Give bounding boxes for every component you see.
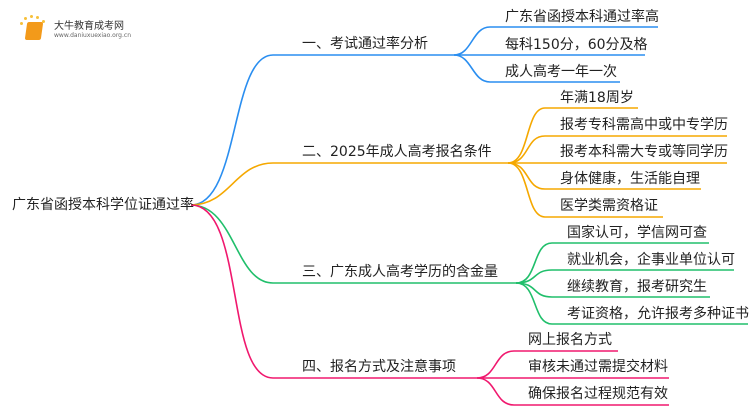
leaf-node[interactable]: 身体健康，生活能自理: [560, 171, 700, 187]
leaf-node[interactable]: 成人高考一年一次: [505, 64, 617, 80]
branch4-links: [190, 204, 669, 406]
branch-node[interactable]: 一、考试通过率分析: [302, 36, 428, 52]
leaf-node[interactable]: 就业机会，企事业单位认可: [567, 252, 735, 268]
leaf-node[interactable]: 报考本科需大专或等同学历: [560, 144, 728, 160]
root-node[interactable]: 广东省函授本科学位证通过率: [12, 197, 194, 213]
logo-dot-icon: [42, 20, 45, 23]
logo-dot-icon: [24, 17, 27, 20]
leaf-node[interactable]: 考证资格，允许报考多种证书: [567, 306, 749, 322]
logo-url: www.daniuxuexiao.org.cn: [54, 32, 131, 39]
branch1-links: [190, 26, 658, 206]
leaf-node[interactable]: 医学类需资格证: [560, 198, 658, 214]
logo-dot-icon: [30, 15, 33, 18]
logo-dot-icon: [20, 22, 23, 25]
branch-node[interactable]: 四、报名方式及注意事项: [302, 359, 456, 375]
leaf-node[interactable]: 每科150分，60分及格: [505, 37, 648, 53]
branch-node[interactable]: 二、2025年成人高考报名条件: [302, 144, 492, 160]
leaf-node[interactable]: 年满18周岁: [560, 90, 634, 106]
logo-name: 大牛教育成考网: [54, 21, 124, 32]
branch2-links: [190, 107, 727, 218]
leaf-node[interactable]: 审核未通过需提交材料: [528, 359, 668, 375]
leaf-node[interactable]: 国家认可，学信网可查: [567, 225, 707, 241]
branch-node[interactable]: 三、广东成人高考学历的含金量: [302, 264, 498, 280]
leaf-node[interactable]: 报考专科需高中或中专学历: [560, 117, 728, 133]
logo-dot-icon: [36, 16, 39, 19]
leaf-node[interactable]: 网上报名方式: [528, 332, 612, 348]
leaf-node[interactable]: 广东省函授本科通过率高: [505, 9, 659, 25]
branch3-links: [190, 204, 748, 325]
logo: 大牛教育成考网 www.daniuxuexiao.org.cn: [18, 14, 168, 44]
leaf-node[interactable]: 继续教育，报考研究生: [567, 279, 707, 295]
leaf-node[interactable]: 确保报名过程规范有效: [528, 386, 668, 402]
